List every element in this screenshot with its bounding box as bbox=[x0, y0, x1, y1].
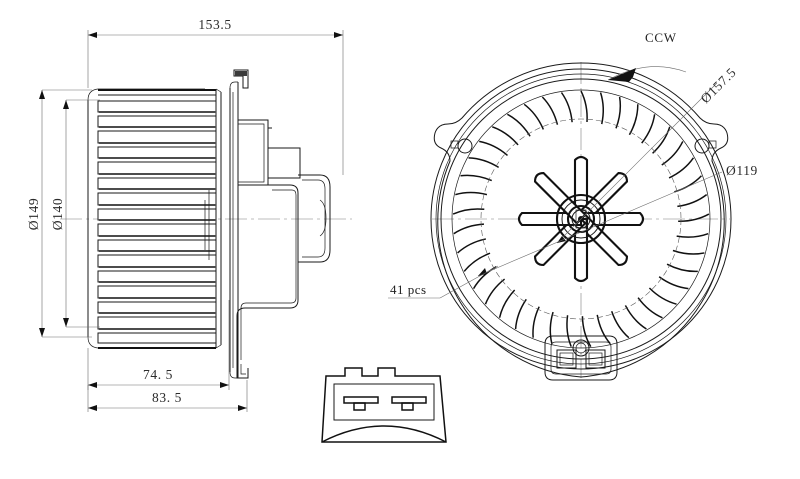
note-blade-count-text: 41 pcs bbox=[390, 282, 427, 297]
motor-body bbox=[237, 119, 272, 186]
dim-housing-diameter-text: Ø157.5 bbox=[698, 65, 740, 107]
electrical-connector-detail bbox=[321, 367, 447, 443]
dimension-length-b: 83. 5 bbox=[87, 380, 248, 412]
dim-length-a-text: 74. 5 bbox=[143, 367, 173, 382]
housing-outline bbox=[430, 62, 732, 378]
dimension-length-a: 74. 5 bbox=[87, 300, 230, 390]
dimension-wheel-diameter: Ø140 bbox=[50, 99, 100, 328]
note-blade-count: 41 pcs bbox=[388, 265, 499, 299]
dim-wheel-diameter-text: Ø140 bbox=[50, 198, 65, 230]
blower-wheel-blades bbox=[97, 88, 217, 350]
dimension-overall-length: 153.5 bbox=[87, 17, 344, 175]
side-elevation-view: 153.5 Ø149 Ø140 bbox=[26, 17, 344, 412]
rotation-direction-indicator: CCW bbox=[607, 30, 687, 82]
connector-pin-right bbox=[391, 396, 427, 411]
mounting-ear-right[interactable] bbox=[694, 138, 717, 154]
front-circular-view: Ø157.5 Ø119 41 pcs CCW bbox=[388, 30, 758, 381]
mounting-ear-left[interactable] bbox=[450, 138, 473, 154]
dim-outer-diameter-text: Ø149 bbox=[26, 198, 41, 230]
dim-length-b-text: 83. 5 bbox=[152, 390, 182, 405]
leader-wheel-bore-diameter: Ø119 bbox=[477, 163, 758, 277]
motor-end-cap bbox=[298, 174, 331, 263]
wheel-inner-ribs bbox=[204, 190, 210, 260]
dim-overall-length-text: 153.5 bbox=[198, 17, 231, 32]
flange-top-clip bbox=[233, 69, 249, 89]
dim-wheel-bore-diameter-text: Ø119 bbox=[726, 163, 758, 178]
rotation-direction-text: CCW bbox=[645, 30, 677, 45]
connector-pin-left bbox=[343, 396, 379, 411]
dimension-outer-diameter: Ø149 bbox=[26, 89, 92, 338]
lower-bracket bbox=[236, 362, 249, 379]
motor-rear-housing bbox=[236, 147, 301, 362]
